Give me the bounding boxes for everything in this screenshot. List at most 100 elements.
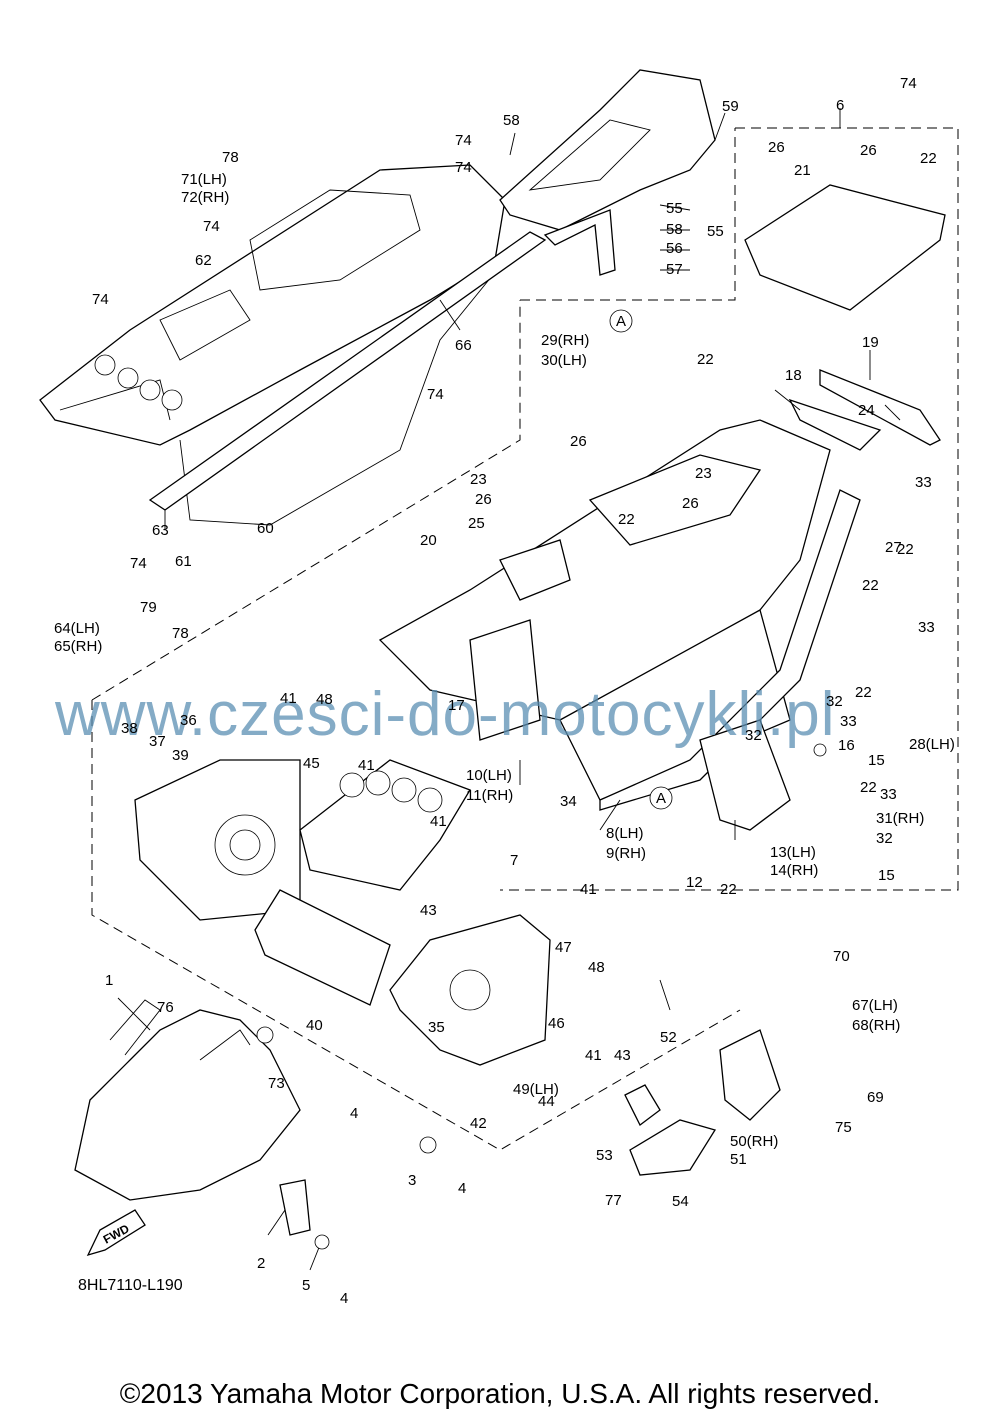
callout-label: 49(LH) [513, 1081, 559, 1098]
callout-label: 58 [666, 221, 683, 238]
callout-label: 53 [596, 1147, 613, 1164]
rail-bar [148, 231, 547, 511]
callout-label: 21 [794, 162, 811, 179]
callout-label: 22 [618, 511, 635, 528]
callout-label: 6 [836, 97, 844, 114]
callout-label: 5 [302, 1277, 310, 1294]
callout-label: A [616, 313, 626, 330]
callout-label: 72(RH) [181, 189, 229, 206]
reference-circle [649, 786, 673, 810]
side-plate-35 [134, 759, 301, 921]
callout-label: 26 [860, 142, 877, 159]
callout-label: 63 [152, 522, 169, 539]
callout-label: 32 [876, 830, 893, 847]
callout-label: 62 [195, 252, 212, 269]
heat-exchanger-39 [254, 889, 391, 1006]
callout-label: 41 [585, 1047, 602, 1064]
callout-label: 26 [570, 433, 587, 450]
callout-label: 41 [280, 690, 297, 707]
callout-label: 4 [350, 1105, 358, 1122]
callout-label: 1 [105, 972, 113, 989]
callout-label: 33 [918, 619, 935, 636]
callout-label: 23 [470, 471, 487, 488]
washer-16 [813, 743, 827, 757]
copyright-notice: ©2013 Yamaha Motor Corporation, U.S.A. A… [119, 1378, 881, 1409]
bracket-2 [279, 1179, 311, 1236]
callout-label: 74 [455, 132, 472, 149]
callout-label: 42 [470, 1115, 487, 1132]
callout-label: 66 [455, 337, 472, 354]
callout-label: 33 [840, 713, 857, 730]
callout-label: 58 [503, 112, 520, 129]
callout-label: 68(RH) [852, 1017, 900, 1034]
callout-label: 56 [666, 240, 683, 257]
callout-label: 75 [835, 1119, 852, 1136]
tunnel-chassis-7 [378, 419, 861, 831]
callout-label: 47 [555, 939, 572, 956]
callout-label: 4 [458, 1180, 466, 1197]
front-frame-1 [74, 999, 301, 1201]
callout-label: 43 [420, 902, 437, 919]
callout-label: 48 [316, 691, 333, 708]
callout-label: 2 [257, 1255, 265, 1272]
callout-label: 8(LH) [606, 825, 644, 842]
callout-label: 77 [605, 1192, 622, 1209]
callout-label: 39 [172, 747, 189, 764]
callout-label: 22 [855, 684, 872, 701]
callout-label: 55 [707, 223, 724, 240]
callout-label: 41 [430, 813, 447, 830]
front-group-boundary [91, 700, 741, 1151]
callout-label: 33 [880, 786, 897, 803]
callout-label: 74 [455, 159, 472, 176]
callout-label: 76 [157, 999, 174, 1016]
callout-label: 20 [420, 532, 437, 549]
callout-label: 64(LH) [54, 620, 100, 637]
callout-label: 41 [580, 881, 597, 898]
callout-label: 26 [475, 491, 492, 508]
watermark: www.czesci-do-motocykli.pl [54, 680, 836, 749]
callout-label: 17 [448, 697, 465, 714]
callout-label: 44 [538, 1093, 555, 1110]
mid-group-boundary [91, 300, 521, 701]
callout-label: 48 [588, 959, 605, 976]
rear-flap-plate-21 [744, 184, 946, 451]
callout-label: 69 [867, 1089, 884, 1106]
figure-code: 8HL7110-L190 [78, 1277, 183, 1294]
callout-label: 57 [666, 261, 683, 278]
grommet-73 [256, 1026, 274, 1044]
callout-label: 35 [428, 1019, 445, 1036]
callout-label: 37 [149, 733, 166, 750]
collar-3 [419, 1136, 437, 1154]
callout-label: 19 [862, 334, 879, 351]
callout-label: 60 [257, 520, 274, 537]
callout-label: 50(RH) [730, 1133, 778, 1150]
callout-label: 7 [510, 852, 518, 869]
callout-label: 26 [768, 139, 785, 156]
callout-label: 13(LH) [770, 844, 816, 861]
callout-label: 30(LH) [541, 352, 587, 369]
callout-label: 34 [560, 793, 577, 810]
callout-label: 31(RH) [876, 810, 924, 827]
callout-label: 24 [858, 402, 875, 419]
callout-label: 16 [838, 737, 855, 754]
callout-label: 22 [920, 150, 937, 167]
callout-label: 38 [121, 720, 138, 737]
callout-label: 41 [358, 757, 375, 774]
callout-label: 23 [695, 465, 712, 482]
rear-flap-bracket [499, 69, 716, 276]
callout-label: 18 [785, 367, 802, 384]
callout-label: 15 [868, 752, 885, 769]
callout-label: 25 [468, 515, 485, 532]
callout-label: 46 [548, 1015, 565, 1032]
callout-label: 22 [720, 881, 737, 898]
callout-label: 74 [92, 291, 109, 308]
callout-label: 78 [222, 149, 239, 166]
callout-label: 52 [660, 1029, 677, 1046]
bracket-52 [624, 1084, 661, 1126]
callout-label: 40 [306, 1017, 323, 1034]
callout-label: 12 [686, 874, 703, 891]
callout-label: 14(RH) [770, 862, 818, 879]
callout-label: 26 [682, 495, 699, 512]
callout-label: 51 [730, 1151, 747, 1168]
